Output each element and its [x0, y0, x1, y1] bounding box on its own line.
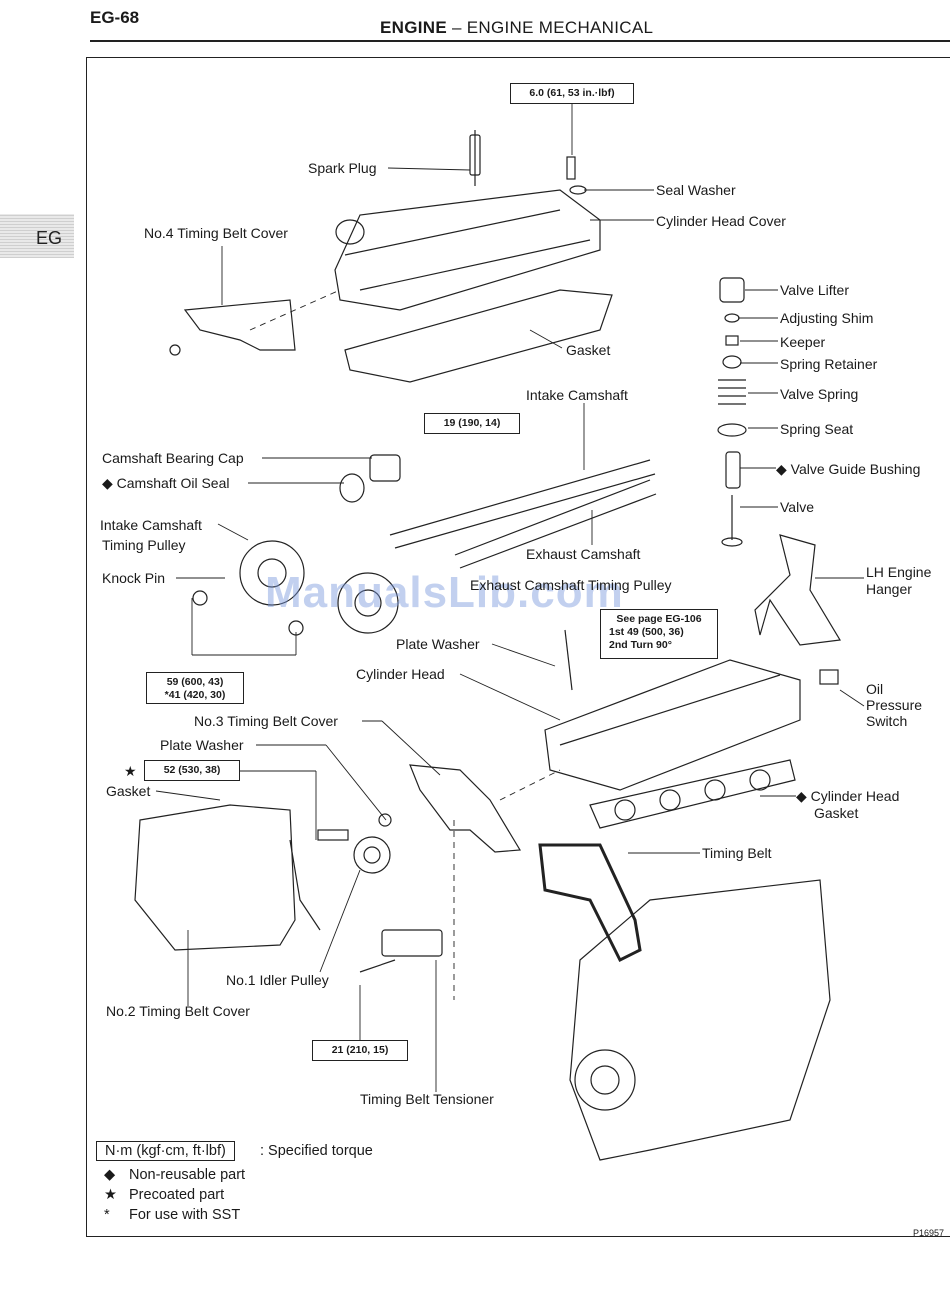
label-camshaft-oil-seal: ◆ Camshaft Oil Seal	[102, 475, 230, 491]
torque-pulley-line-1: 59 (600, 43)	[166, 676, 224, 688]
dashed-assembly-lines	[249, 289, 561, 1000]
section-title-rest: – ENGINE MECHANICAL	[446, 18, 654, 37]
label-intake-pulley-line-1: Intake Camshaft	[100, 517, 202, 533]
seal-washer-part	[566, 156, 587, 195]
torque-head-2nd: 2nd Turn 90°	[609, 639, 672, 651]
label-cylinder-head-cover: Cylinder Head Cover	[656, 213, 786, 229]
timing-pulley-parts	[192, 540, 399, 636]
legend-sst: For use with SST	[129, 1207, 241, 1223]
torque-box-pulley-bolt: 59 (600, 43) *41 (420, 30)	[146, 672, 244, 704]
cylinder-head-cover-part	[334, 189, 601, 311]
label-no4-timing-belt-cover: No.4 Timing Belt Cover	[144, 225, 288, 241]
label-valve-lifter: Valve Lifter	[780, 282, 849, 298]
legend-unit-box: N·m (kgf·cm, ft·lbf)	[96, 1141, 235, 1161]
label-gasket-top: Gasket	[566, 342, 611, 358]
legend-diamond-icon: ◆	[104, 1167, 116, 1183]
label-intake-pulley-line-2: Timing Pulley	[102, 537, 186, 553]
spark-plug-part	[469, 130, 481, 186]
page-number: EG-68	[90, 8, 140, 27]
label-valve: Valve	[780, 499, 814, 515]
label-cylinder-head-gasket-1: ◆ Cylinder Head	[796, 788, 900, 804]
label-plate-washer-lower: Plate Washer	[160, 737, 244, 753]
label-oil-pressure-switch-2: Pressure	[866, 697, 923, 713]
label-adjusting-shim: Adjusting Shim	[780, 310, 874, 326]
label-spark-plug: Spark Plug	[308, 160, 377, 176]
watermark: ManualsLib.com	[265, 568, 624, 617]
cylinder-head-gasket-part	[589, 759, 796, 829]
label-gasket-left: Gasket	[106, 783, 151, 799]
label-timing-belt: Timing Belt	[702, 845, 772, 861]
label-cylinder-head-gasket-2: Gasket	[814, 805, 859, 821]
legend-unit-desc: : Specified torque	[260, 1143, 373, 1159]
label-plate-washer-upper: Plate Washer	[396, 636, 480, 652]
label-knock-pin: Knock Pin	[102, 570, 166, 586]
valve-parts	[717, 277, 747, 547]
label-valve-spring: Valve Spring	[780, 386, 859, 402]
no2-cover-part	[134, 804, 321, 951]
label-timing-belt-tensioner: Timing Belt Tensioner	[360, 1091, 494, 1107]
camshaft-parts	[339, 454, 657, 569]
label-camshaft-bearing-cap: Camshaft Bearing Cap	[102, 450, 244, 466]
torque-pulley-line-2: *41 (420, 30)	[164, 689, 226, 701]
lh-engine-hanger-part	[754, 534, 841, 646]
header-rule	[90, 40, 950, 42]
torque-box-cover-nuts: 6.0 (61, 53 in.·lbf)	[510, 83, 634, 104]
label-oil-pressure-switch-1: Oil	[866, 681, 884, 697]
label-valve-guide-bushing: ◆ Valve Guide Bushing	[776, 461, 921, 477]
precoated-star-icon: ★	[124, 763, 137, 779]
side-tab-label: EG	[36, 228, 63, 248]
label-seal-washer: Seal Washer	[656, 182, 736, 198]
torque-box-idler-bolt: 52 (530, 38)	[144, 760, 240, 781]
label-no1-idler-pulley: No.1 Idler Pulley	[226, 972, 329, 988]
section-side-tab: EG	[0, 214, 74, 258]
idler-pulley-part	[317, 813, 392, 874]
no3-cover-part	[409, 764, 522, 853]
label-intake-camshaft: Intake Camshaft	[526, 387, 628, 403]
label-no3-timing-belt-cover: No.3 Timing Belt Cover	[194, 713, 338, 729]
oil-pressure-switch-part	[819, 669, 839, 685]
section-title: ENGINE – ENGINE MECHANICAL	[380, 18, 653, 38]
legend-non-reusable: Non-reusable part	[129, 1167, 246, 1183]
label-cylinder-head: Cylinder Head	[356, 666, 445, 682]
legend-asterisk-icon: *	[104, 1207, 110, 1223]
label-oil-pressure-switch-3: Switch	[866, 713, 908, 729]
tensioner-part	[359, 929, 443, 973]
figure-code: P16957	[912, 1228, 944, 1238]
label-lh-engine-hanger-2: Hanger	[866, 581, 912, 597]
cylinder-head-part	[544, 629, 801, 791]
label-spring-seat: Spring Seat	[780, 421, 854, 437]
engine-block-part	[569, 879, 831, 1161]
label-spring-retainer: Spring Retainer	[780, 356, 878, 372]
leader-lines	[155, 103, 865, 1092]
label-keeper: Keeper	[780, 334, 826, 350]
gasket-top-part	[344, 289, 613, 383]
label-exhaust-camshaft: Exhaust Camshaft	[526, 546, 641, 562]
legend-star-icon: ★	[104, 1187, 117, 1203]
torque-head-ref: See page EG-106	[616, 613, 702, 625]
timing-belt-part	[538, 843, 642, 963]
torque-box-head-bolt: See page EG-106 1st 49 (500, 36) 2nd Tur…	[600, 609, 718, 659]
label-lh-engine-hanger-1: LH Engine	[866, 564, 932, 580]
label-no2-timing-belt-cover: No.2 Timing Belt Cover	[106, 1003, 250, 1019]
torque-box-bearing-cap: 19 (190, 14)	[424, 413, 520, 434]
diagram-frame	[86, 57, 950, 1237]
legend-precoated: Precoated part	[129, 1187, 225, 1203]
label-exhaust-camshaft-timing-pulley: Exhaust Camshaft Timing Pulley	[470, 577, 672, 593]
torque-box-tensioner-bolt: 21 (210, 15)	[312, 1040, 408, 1061]
torque-head-1st: 1st 49 (500, 36)	[609, 626, 684, 638]
no4-cover-part	[169, 299, 296, 356]
section-title-bold: ENGINE	[380, 18, 447, 37]
